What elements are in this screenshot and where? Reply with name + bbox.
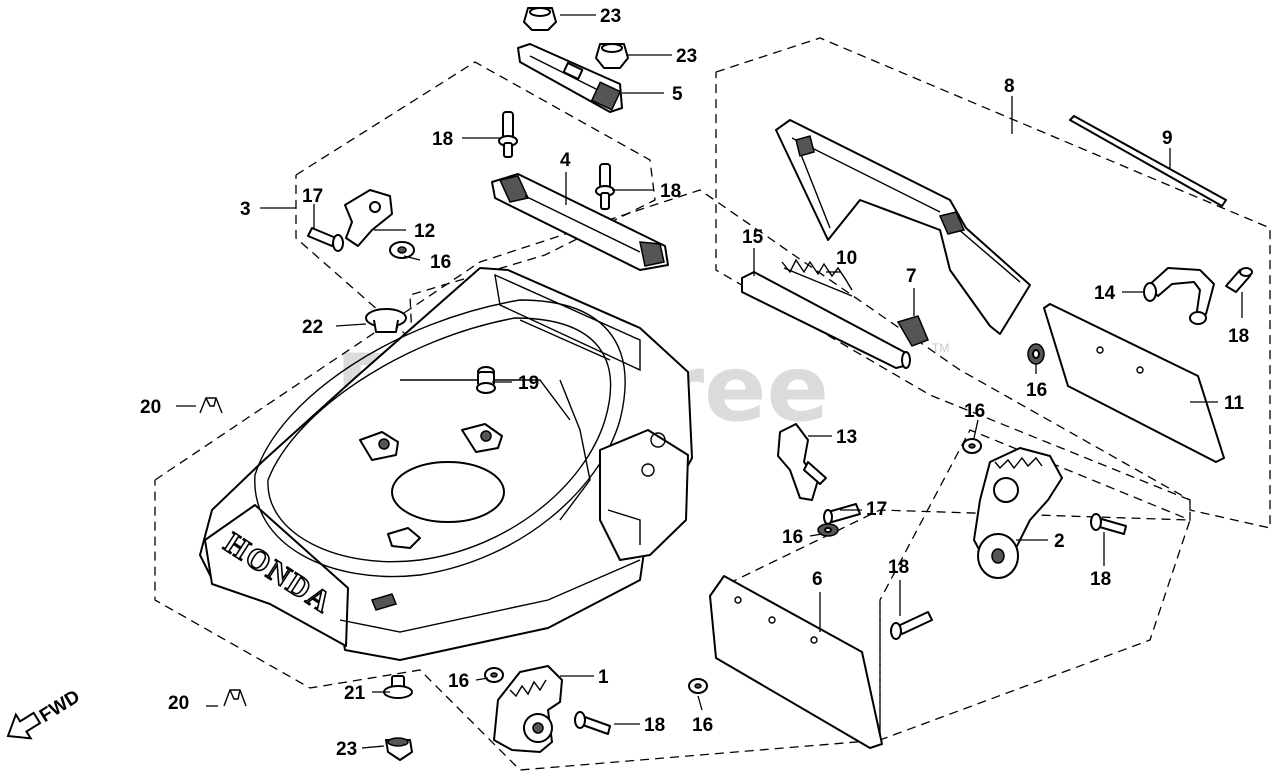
callout-19: 19 <box>518 373 539 394</box>
callout-16: 16 <box>1026 380 1047 401</box>
handle-14 <box>1143 267 1215 325</box>
callout-17: 17 <box>302 186 323 207</box>
outline-flap-group <box>714 509 1191 741</box>
callout-23: 23 <box>600 6 621 27</box>
callout-16: 16 <box>692 715 713 736</box>
callout-17: 17 <box>866 499 887 520</box>
hinge-bracket-5 <box>517 43 623 113</box>
group-outlines <box>154 37 1271 771</box>
leader-lines <box>176 14 1243 749</box>
washer-16-a <box>389 241 415 259</box>
lever-12 <box>344 189 393 247</box>
door-shaft-9 <box>1069 115 1227 207</box>
callout-13: 13 <box>836 427 857 448</box>
arrow-icon <box>6 711 42 740</box>
callout-18: 18 <box>888 557 909 578</box>
callout-1: 1 <box>598 667 609 688</box>
nut-23-bottom <box>385 737 413 761</box>
pin-17-mid <box>823 503 861 525</box>
outline-lever-group <box>295 61 656 342</box>
callout-4: 4 <box>560 150 571 171</box>
callout-9: 9 <box>1162 128 1173 149</box>
callout-15: 15 <box>742 227 764 248</box>
pin-18-flap <box>890 611 933 640</box>
callout-18: 18 <box>660 181 681 202</box>
callout-23: 23 <box>336 739 357 760</box>
clip-7 <box>896 315 929 347</box>
clip-20-lower <box>223 689 247 707</box>
callout-12: 12 <box>414 221 435 242</box>
door-bracket-4 <box>491 173 669 271</box>
callout-21: 21 <box>344 683 366 704</box>
callout-18: 18 <box>1090 569 1111 590</box>
cap-22 <box>365 308 407 333</box>
callout-labels: 23 23 5 8 9 18 4 18 3 17 12 16 15 10 7 1… <box>140 6 1249 760</box>
washer-16-d <box>817 523 839 537</box>
pin-18-right <box>1225 267 1253 293</box>
callout-22: 22 <box>302 317 323 338</box>
nut-23-top <box>523 7 557 31</box>
callout-8: 8 <box>1004 76 1015 97</box>
clip-20-upper <box>199 397 223 414</box>
mower-deck: HONDA <box>199 267 693 661</box>
height-adjuster-2 <box>973 447 1063 579</box>
outline-deck-group <box>154 189 1191 771</box>
callout-16: 16 <box>448 671 469 692</box>
callout-18: 18 <box>644 715 665 736</box>
rear-door-8 <box>775 119 1031 335</box>
nut-23-mid <box>595 43 629 69</box>
height-adjuster-1 <box>493 665 563 753</box>
callout-11: 11 <box>1224 393 1245 414</box>
callout-10: 10 <box>836 248 857 269</box>
callout-18: 18 <box>1228 326 1249 347</box>
pin-17-left <box>307 227 344 252</box>
spring-10 <box>781 258 853 297</box>
callout-18: 18 <box>432 129 453 150</box>
pin-18-b <box>595 163 615 210</box>
lever-13 <box>777 423 827 501</box>
callout-20: 20 <box>140 397 161 418</box>
washer-16-b <box>1027 343 1045 365</box>
callout-5: 5 <box>672 84 683 105</box>
pin-18-a <box>498 111 518 158</box>
callout-2: 2 <box>1054 531 1065 552</box>
pin-18-bottom <box>574 711 611 735</box>
callout-14: 14 <box>1094 283 1116 304</box>
nut-21 <box>383 675 413 699</box>
callout-7: 7 <box>906 266 917 287</box>
washer-16-e <box>484 667 504 683</box>
callout-16: 16 <box>430 252 451 273</box>
callout-3: 3 <box>240 199 251 220</box>
grease-fitting-19 <box>476 366 496 394</box>
rear-flap-6 <box>709 575 883 749</box>
outline-rear-door-group <box>715 37 1271 529</box>
callout-23: 23 <box>676 46 697 67</box>
pin-18-right-lower <box>1090 513 1127 535</box>
callout-16: 16 <box>964 401 985 422</box>
callout-20: 20 <box>168 693 189 714</box>
fwd-label: FWD <box>36 686 84 727</box>
watermark-tm: TM <box>932 341 949 355</box>
callout-16: 16 <box>782 527 803 548</box>
washer-16-c <box>962 438 982 454</box>
callout-6: 6 <box>812 569 823 590</box>
washer-16-f <box>688 678 708 694</box>
plate-11 <box>1043 303 1225 463</box>
forward-arrow: FWD <box>6 686 84 740</box>
